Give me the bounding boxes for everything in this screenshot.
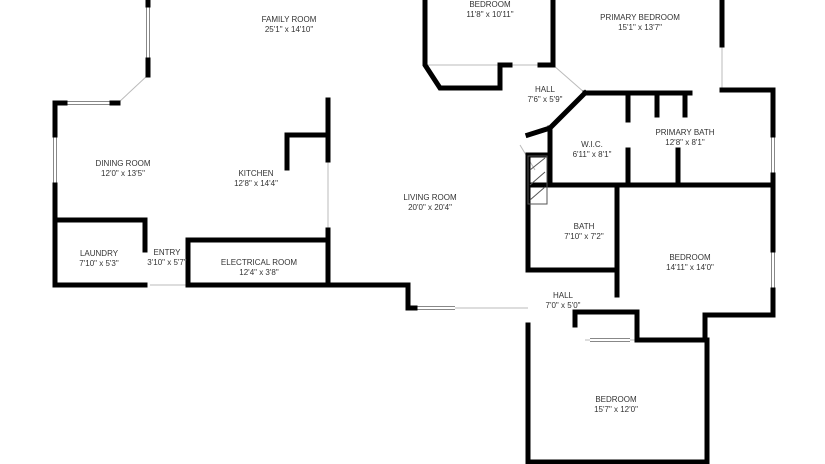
room-size: 12'0" x 13'5" — [101, 169, 145, 178]
fireplace-hatch — [527, 155, 548, 205]
room-name: ENTRY — [153, 248, 181, 257]
room-size: 25'1" x 14'10" — [264, 25, 314, 34]
room-name: DINING ROOM — [95, 159, 151, 168]
room-name: ELECTRICAL ROOM — [220, 258, 298, 267]
room-name: W.I.C. — [581, 140, 603, 149]
room-wic: W.I.C.6'11" x 8'1" — [573, 140, 612, 160]
room-name: FAMILY ROOM — [261, 15, 317, 24]
room-size: 20'0" x 20'4" — [408, 203, 452, 212]
room-name: PRIMARY BEDROOM — [600, 13, 680, 22]
room-name: BEDROOM — [669, 253, 711, 262]
room-size: 7'10" x 5'3" — [79, 259, 119, 268]
room-name: HALL — [552, 291, 574, 300]
room-size: 7'0" x 5'0" — [545, 301, 581, 310]
room-name: PRIMARY BATH — [655, 128, 715, 137]
room-size: 14'11" x 14'0" — [666, 263, 714, 272]
room-size: 7'10" x 7'2" — [564, 232, 604, 241]
room-name: HALL — [534, 85, 556, 94]
room-size: 15'7" x 12'0" — [594, 405, 638, 414]
room-size: 11'8" x 10'11" — [466, 10, 514, 19]
room-size: 12'8" x 14'4" — [234, 179, 278, 188]
room-size: 12'4" x 3'8" — [239, 268, 279, 277]
room-size: 15'1" x 13'7" — [618, 23, 662, 32]
room-name: BEDROOM — [595, 395, 637, 404]
room-name: BEDROOM — [469, 0, 511, 9]
room-size: 6'11" x 8'1" — [572, 150, 612, 159]
room-name: LIVING ROOM — [403, 193, 457, 202]
room-size: 12'8" x 8'1" — [665, 138, 705, 147]
room-name: LAUNDRY — [79, 249, 119, 258]
room-name: BATH — [573, 222, 595, 231]
room-size: 3'10" x 5'7" — [147, 258, 187, 267]
room-size: 7'6" x 5'9" — [527, 95, 563, 104]
room-name: KITCHEN — [238, 169, 274, 178]
